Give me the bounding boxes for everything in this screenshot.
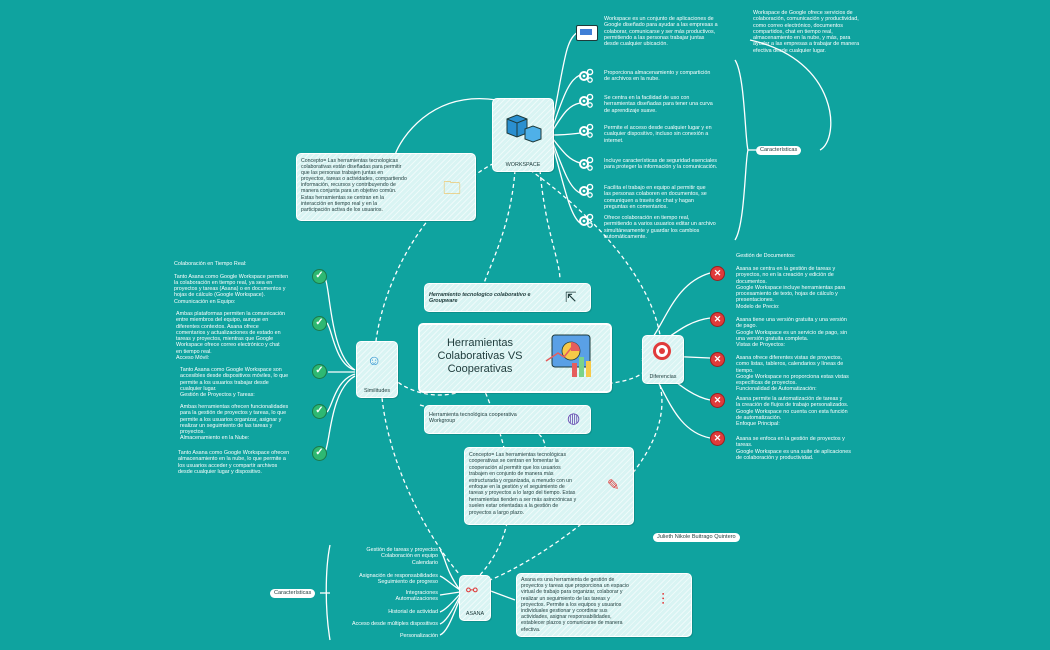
workspace-feature: Ofrece colaboración en tiempo real, perm… <box>604 215 716 240</box>
gear-icon <box>578 213 594 229</box>
asana-feature: Asignación de responsabilidades Seguimie… <box>359 573 438 586</box>
similitud-item: Ambas herramientas ofrecen funcionalidad… <box>180 404 289 442</box>
caracteristicas-right-pill[interactable]: Características <box>756 146 802 155</box>
gear-icon <box>578 123 594 139</box>
concept-colaborativo-text: Concepto= Las herramientas tecnologicas … <box>301 158 407 213</box>
asana-description-card[interactable]: Asana es una herramienta de gestión de p… <box>516 573 692 637</box>
cooperativo-node[interactable]: Herramienta tecnológica cooperativa Work… <box>424 405 591 434</box>
author-pill: Julieth Nikole Buitrago Quintero <box>653 533 740 542</box>
sliders-icon: ⫶ <box>661 592 666 609</box>
workspace-feature: Se centra en la facilidad de uso con her… <box>604 95 713 114</box>
edit-document-icon: ✎ <box>607 477 620 494</box>
cursor-icon: ⇱ <box>565 289 577 305</box>
gear-icon <box>578 68 594 84</box>
asana-feature: Acceso desde múltiples dispositivos <box>352 621 438 627</box>
diferencia-item: Asana se enfoca en la gestión de proyect… <box>736 436 851 461</box>
diferencia-item: Asana permite la automatización de tarea… <box>736 396 849 428</box>
asana-feature: Integraciones Automatizaciones <box>395 590 438 603</box>
check-icon: ✓ <box>312 364 327 379</box>
colaborativo-label: Herramiento tecnologico colaborativo e G… <box>429 292 531 305</box>
check-icon: ✓ <box>312 316 327 331</box>
people-icon: ☺ <box>367 352 382 368</box>
caracteristicas-left-pill[interactable]: Características <box>270 589 316 598</box>
cross-icon: ✕ <box>710 312 725 327</box>
diferencias-node[interactable]: Diferencias <box>642 335 684 384</box>
workspace-feature: Permite el acceso desde cualquier lugar … <box>604 125 712 144</box>
workspace-intro: Workspace es un conjunto de aplicaciones… <box>604 16 718 48</box>
similitudes-label: Similitudes <box>363 388 391 394</box>
similitud-item: Ambas plataformas permiten la comunicaci… <box>176 311 286 362</box>
cross-icon: ✕ <box>710 352 725 367</box>
diferencias-header: Gestión de Documentos: <box>736 253 796 259</box>
gear-icon <box>578 156 594 172</box>
workspace-node[interactable]: WORKSPACE <box>492 98 554 172</box>
workspace-feature: Proporciona almacenamiento y compartició… <box>604 70 711 83</box>
concept-cooperativo-text: Concepto= Las herramientas tecnológicas … <box>469 452 577 516</box>
workspace-feature: Incluye características de seguridad ese… <box>604 158 718 171</box>
globe-icon: ◍ <box>567 410 581 427</box>
colaborativo-node[interactable]: Herramiento tecnologico colaborativo e G… <box>424 283 591 312</box>
cross-icon: ✕ <box>710 393 725 408</box>
gear-icon <box>578 183 594 199</box>
folders-icon: 🗀 <box>443 178 461 198</box>
diferencia-item: Asana ofrece diferentes vistas de proyec… <box>736 355 849 393</box>
central-title: Herramientas Colaborativas VS Cooperativ… <box>437 337 523 375</box>
similitud-item: Colaboración en Tiempo Real: Tanto Asana… <box>174 261 289 305</box>
asana-label: ASANA <box>465 611 485 617</box>
diferencia-item: Asana tiene una versión gratuita y una v… <box>736 317 848 349</box>
workspace-intro-icon <box>576 25 598 41</box>
asana-feature: Historial de actividad <box>388 609 438 615</box>
workspace-label: WORKSPACE <box>505 162 541 168</box>
check-icon: ✓ <box>312 404 327 419</box>
asana-feature: Gestión de tareas y proyectos Colaboraci… <box>366 547 438 566</box>
concept-cooperativo-card[interactable]: Concepto= Las herramientas tecnológicas … <box>464 447 634 525</box>
workspace-feature: Facilita el trabajo en equipo al permiti… <box>604 185 707 210</box>
check-icon: ✓ <box>312 269 327 284</box>
asana-feature: Personalización <box>399 633 438 639</box>
link-icon: ⚯ <box>466 582 478 598</box>
concept-colaborativo-card[interactable]: Concepto= Las herramientas tecnologicas … <box>296 153 476 221</box>
diferencia-item: Asana se centra en la gestión de tareas … <box>736 266 846 310</box>
workspace-note: Workspace de Google ofrece servicios de … <box>753 10 860 54</box>
cross-icon: ✕ <box>710 431 725 446</box>
asana-node[interactable]: ⚯ ASANA <box>459 575 491 621</box>
central-title-card[interactable]: Herramientas Colaborativas VS Cooperativ… <box>418 323 612 393</box>
cubes-icon <box>506 114 542 143</box>
similitudes-node[interactable]: ☺ Similitudes <box>356 341 398 398</box>
asana-description-text: Asana es una herramienta de gestión de p… <box>521 577 629 633</box>
cooperativo-label: Herramienta tecnológica cooperativa Work… <box>429 412 517 425</box>
cross-icon: ✕ <box>710 266 725 281</box>
gear-icon <box>578 93 594 109</box>
diferencias-label: Diferencias <box>649 374 677 380</box>
chart-board-icon <box>545 334 591 377</box>
similitud-item: Tanto Asana como Google Workspace son ac… <box>180 367 289 399</box>
target-icon <box>653 342 671 360</box>
similitud-item: Tanto Asana como Google Workspace ofrece… <box>178 450 290 475</box>
check-icon: ✓ <box>312 446 327 461</box>
